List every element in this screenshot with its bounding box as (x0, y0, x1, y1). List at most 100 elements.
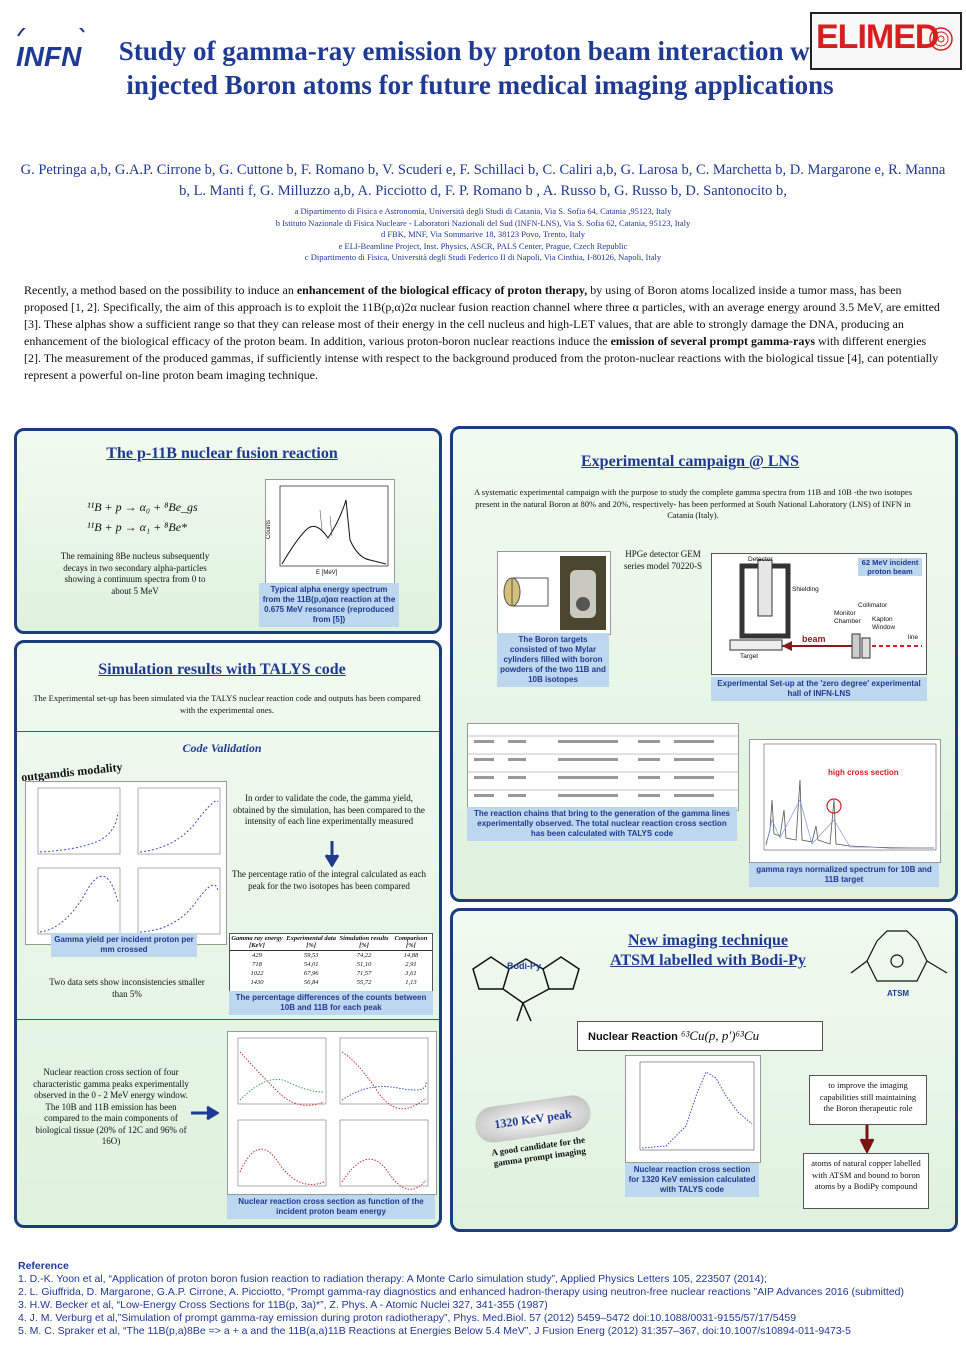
table-cell: 3,61 (405, 970, 417, 977)
table-row: 429 59,53 74,22 14,88 (230, 951, 432, 961)
abstract: Recently, a method based on the possibil… (24, 282, 944, 384)
panel-fusion-reaction: The p-11B nuclear fusion reaction ¹¹B + … (14, 428, 442, 634)
cu-cross-section-figure (625, 1055, 761, 1163)
reaction-label: Nuclear Reaction (588, 1031, 678, 1043)
table-cell: 718 (252, 961, 262, 968)
boron-target-figure (497, 551, 611, 635)
setup-diagram: Detector Shielding Monitor Chamber Colli… (711, 553, 927, 675)
cross-section-text: Nuclear reaction cross section of four c… (33, 1067, 189, 1146)
setup-label: Kapton Window (872, 616, 896, 631)
affiliation: e ELI-Beamline Project, Inst. Physics, A… (338, 240, 628, 251)
divider (17, 731, 439, 732)
figure-caption: The reaction chains that bring to the ge… (467, 807, 737, 841)
author-list: G. Petringa a,b, G.A.P. Cirrone b, G. Cu… (20, 162, 946, 199)
reference-item: 5. M. C. Spraker et al, “The 11B(p,a)8Be… (18, 1325, 852, 1337)
comparison-table: Gamma ray energy [KeV] Experimental data… (229, 933, 433, 993)
reference-item: 1. D.-K. Yoon et al, “Application of pro… (18, 1273, 767, 1285)
panel-title: New imaging technique ATSM labelled with… (583, 931, 833, 971)
figure-caption: Typical alpha energy spectrum from the 1… (259, 583, 399, 627)
panel-title-line: ATSM labelled with Bodi-Py (610, 952, 806, 969)
table-row: 718 54,01 51,10 2,91 (230, 960, 432, 969)
poster-title: Study of gamma-ray emission by proton be… (118, 36, 842, 100)
atsm-label: ATSM (887, 989, 910, 998)
abstract-emphasis: emission of several prompt gamma-rays (610, 334, 815, 348)
panel-experimental-campaign: Experimental campaign @ LNS A systematic… (450, 426, 958, 902)
figure-caption: Nuclear reaction cross section for 1320 … (625, 1163, 759, 1197)
arrow-right-icon (191, 1105, 219, 1121)
table-cell: 67,96 (303, 970, 319, 977)
references: Reference 1. D.-K. Yoon et al, “Applicat… (18, 1260, 958, 1338)
reaction-equations: ¹¹B + p → α₀ + ⁸Be_gs ¹¹B + p → α₁ + ⁸Be… (87, 497, 198, 537)
table-row: 1022 67,96 71,57 3,61 (230, 969, 432, 978)
table-cell: 429 (252, 952, 262, 959)
table-cell: 2,91 (405, 961, 417, 968)
table-cell: 1,13 (405, 979, 417, 986)
table-cell: 54,01 (303, 961, 319, 968)
affiliation: a Dipartimento di Fisica e Astronomia, U… (294, 206, 672, 216)
divider (17, 1019, 439, 1020)
affiliation: b Istituto Nazionale di Fisica Nucleare … (275, 217, 691, 228)
table-cell: 56,84 (303, 979, 319, 986)
annotation: high cross section (828, 768, 899, 777)
panel-title-line: New imaging technique (628, 932, 788, 949)
atsm-structure: ATSM (847, 921, 957, 1009)
axis-label-y: Counts (266, 520, 272, 540)
consistency-text: Two data sets show inconsistencies small… (49, 977, 205, 999)
table-cell: 1022 (250, 970, 264, 977)
figure-caption: Experimental Set-up at the 'zero degree'… (711, 677, 927, 701)
gamma-yield-plots (25, 781, 227, 945)
setup-label: Collimator (858, 602, 888, 609)
axis-label-x: E [MeV] (316, 570, 338, 576)
validation-text: In order to validate the code, the gamma… (233, 793, 425, 826)
reference-item: 2. L. Giuffrida, D. Margarone, G.A.P. Ci… (18, 1286, 904, 1298)
setup-label: 62 MeV incident proton beam (858, 558, 922, 576)
setup-label: Target (740, 653, 759, 660)
elimed-logo-swirl-icon (929, 27, 953, 51)
setup-label: Shielding (792, 586, 819, 593)
affiliation: c Dipartimento di Fisica, Università deg… (304, 252, 662, 262)
table-cell: 14,88 (403, 952, 419, 959)
cross-section-plots (227, 1031, 437, 1195)
references-heading: Reference (18, 1260, 69, 1272)
figure-caption: The percentage differences of the counts… (229, 991, 433, 1015)
gamma-spectrum-figure: high cross section (749, 739, 941, 863)
equation: ¹¹B + p → α₀ + ⁸Be_gs (87, 500, 198, 514)
reference-item: 4. J. M. Verburg et al,”Simulation of pr… (18, 1312, 797, 1324)
panel-talys-simulation: Simulation results with TALYS code The E… (14, 640, 442, 1228)
reference-item: 3. H.W. Becker et al, “Low-Energy Cross … (18, 1299, 548, 1311)
abstract-emphasis: enhancement of the biological efficacy o… (296, 283, 588, 297)
abstract-text: with different energies [2]. The measure… (24, 334, 939, 382)
table-cell: 1430 (250, 979, 264, 986)
table-cell: 51,10 (356, 961, 372, 968)
reaction-chains-table (467, 723, 739, 811)
abstract-text: Recently, a method based on the possibil… (24, 283, 297, 297)
validation-text: The percentage ratio of the integral cal… (232, 869, 426, 891)
table-cell: 59,53 (303, 952, 319, 959)
infn-logo-text: INFN (16, 41, 82, 72)
figure-caption: Gamma yield per incident proton per mm c… (51, 933, 197, 957)
table-cell: 55,72 (356, 979, 372, 986)
table-cell: 74,22 (356, 952, 372, 959)
info-box: atoms of natural copper labelled with AT… (803, 1153, 929, 1209)
detector-description: HPGe detector GEM series model 70220-S (624, 549, 702, 571)
table-cell: 71,57 (356, 970, 372, 977)
arrow-down-icon (859, 1125, 875, 1153)
elimed-logo-text: ELIMED (816, 18, 939, 56)
bodipy-structure: Bodi-Py (461, 939, 591, 1029)
panel-title: Experimental campaign @ LNS (581, 453, 799, 470)
arrow-down-icon (325, 841, 339, 867)
elimed-logo: ELIMED (810, 12, 962, 70)
setup-label: line (908, 634, 919, 641)
reaction-formula: ⁶³Cu(p, p′)⁶³Cu (680, 1028, 760, 1043)
affiliation: d FBK, MNF, Via Sommarive 18, 38123 Povo… (380, 229, 586, 239)
figure-caption: Nuclear reaction cross section as functi… (227, 1195, 435, 1219)
fusion-description: The remaining 8Be nucleus subsequently d… (60, 551, 210, 596)
table-header: Experimental data [%] (286, 935, 336, 949)
infn-logo: INFN (14, 15, 100, 74)
campaign-intro: A systematic experimental campaign with … (473, 487, 913, 520)
setup-label: Detector (748, 556, 773, 563)
bodipy-label: Bodi-Py (507, 961, 542, 971)
talys-intro: The Experimental set-up has been simulat… (33, 693, 421, 715)
section-subtitle: Code Validation (182, 741, 262, 755)
panel-title: Simulation results with TALYS code (98, 661, 346, 678)
